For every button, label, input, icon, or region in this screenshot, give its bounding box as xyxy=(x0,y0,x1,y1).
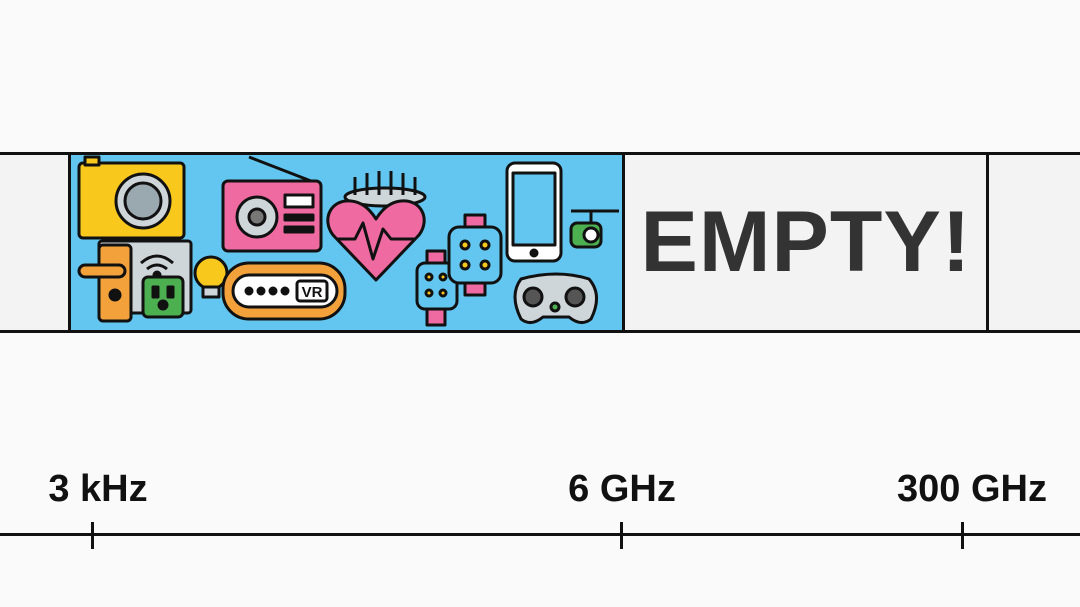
radio-icon xyxy=(221,155,323,253)
frequency-axis xyxy=(0,533,1080,536)
vr-headset-icon: VR xyxy=(221,261,347,321)
smartwatch-icon xyxy=(447,213,503,297)
axis-tick xyxy=(961,522,964,549)
empty-region-label: EMPTY! xyxy=(640,194,972,290)
axis-tick xyxy=(91,522,94,549)
vr-label: VR xyxy=(302,284,323,301)
power-outlet-icon xyxy=(141,275,185,319)
devices-panel: VR xyxy=(68,152,625,333)
axis-label-3khz: 3 kHz xyxy=(48,468,148,510)
axis-label-300ghz: 300 GHz xyxy=(897,468,1047,510)
smartwatch-icon xyxy=(415,249,459,327)
wifi-icon xyxy=(140,254,174,280)
game-controller-icon xyxy=(513,272,598,324)
camera-icon xyxy=(77,155,186,240)
phone-icon xyxy=(505,161,563,263)
band-divider xyxy=(986,152,989,333)
axis-tick xyxy=(620,522,623,549)
axis-label-6ghz: 6 GHz xyxy=(568,468,676,510)
drone-icon xyxy=(569,209,619,249)
heart-rate-icon xyxy=(326,199,426,282)
